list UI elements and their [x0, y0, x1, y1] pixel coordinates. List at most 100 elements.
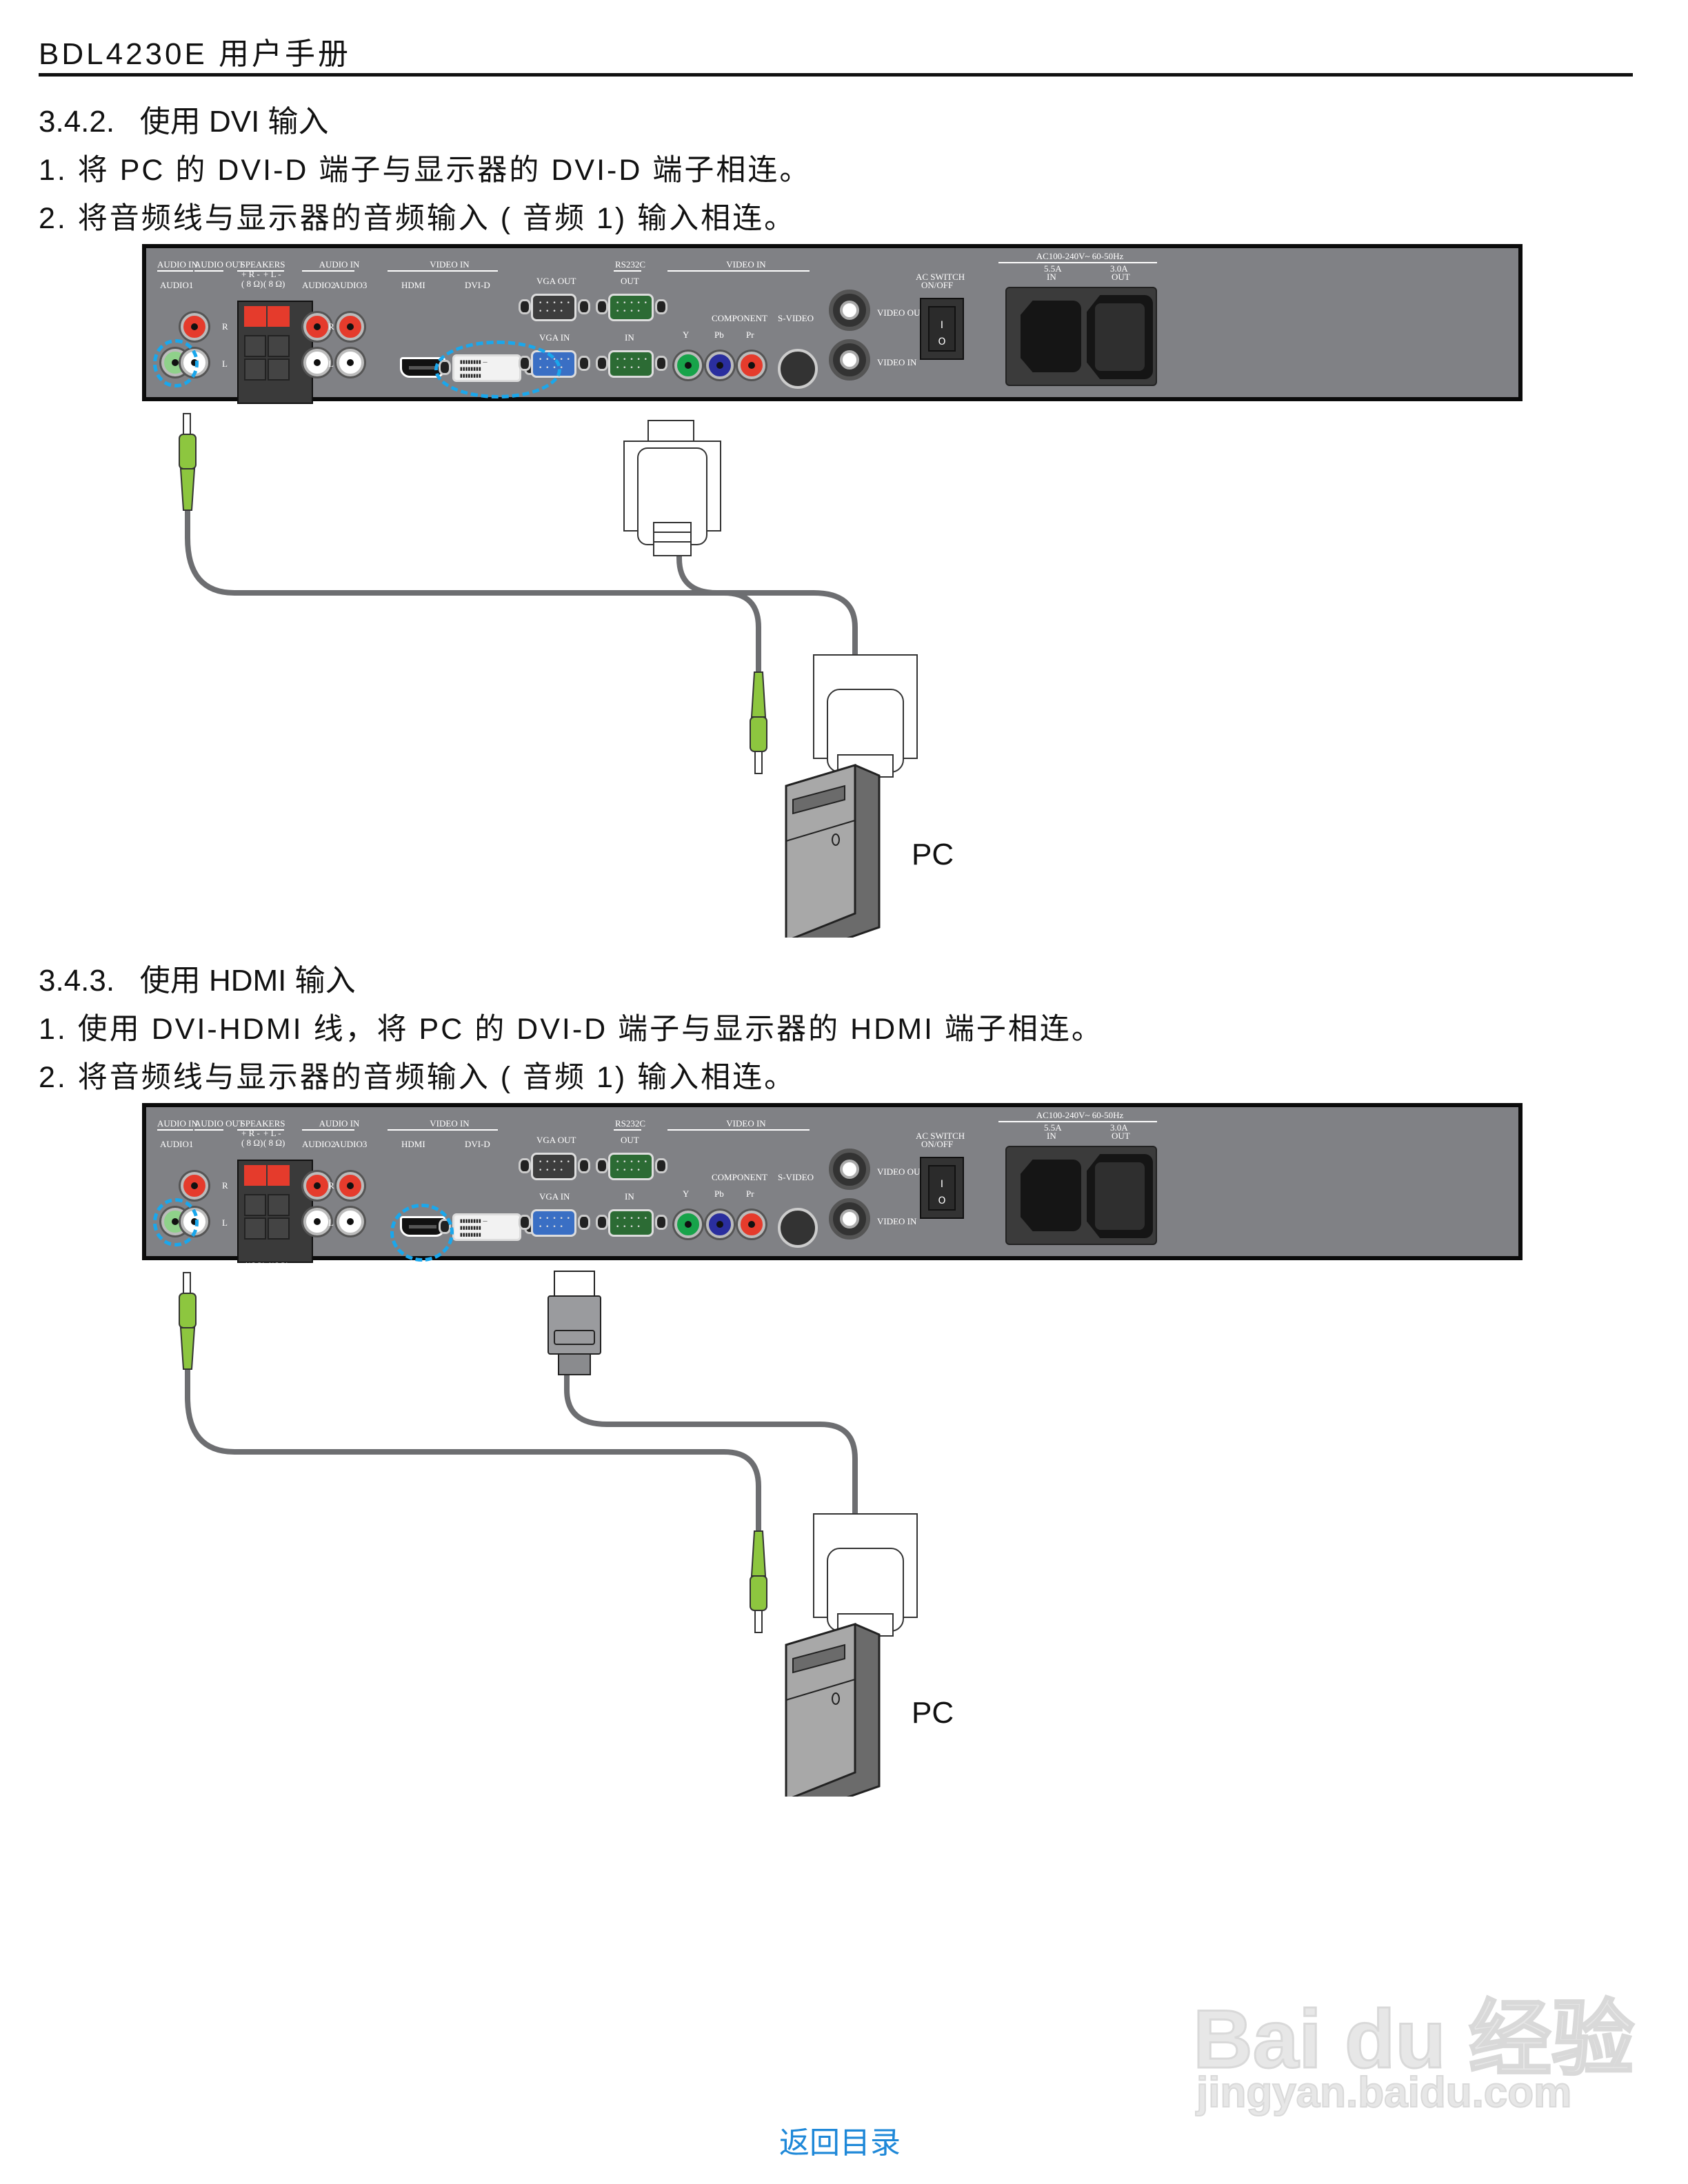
audio-out-group-label: AUDIO OUT [194, 1118, 244, 1129]
audio2-label: AUDIO2 [302, 280, 336, 290]
screw [655, 1158, 667, 1173]
speaker-hole [244, 358, 266, 381]
r-label: R [328, 321, 334, 332]
audio3-l-jack[interactable] [336, 349, 364, 376]
section-heading-hdmi: 3.4.3. 使用 HDMI 输入 [39, 964, 356, 998]
dvi-d-port[interactable] [452, 1213, 521, 1241]
speakers-group-label: SPEAKERS [240, 259, 285, 270]
audio1-highlight-ring [153, 339, 199, 387]
speaker-terminal[interactable] [237, 1160, 313, 1263]
dvi-connection-diagram [179, 413, 918, 938]
l-label: L [328, 358, 334, 369]
audio1-label: AUDIO1 [160, 1139, 194, 1149]
in-amp-label: 5.5A [1044, 1122, 1062, 1133]
audio-out-group-label: AUDIO OUT [194, 259, 244, 270]
speaker-clip[interactable] [244, 1165, 266, 1186]
audio3-r-jack[interactable] [336, 1172, 364, 1200]
audio-plug-top-icon [179, 1272, 197, 1370]
group-underline [614, 270, 641, 272]
s-video-port[interactable] [778, 349, 818, 389]
vga-out-port[interactable] [531, 294, 576, 321]
pr-label: Pr [746, 330, 754, 340]
rs232c-out-label: OUT [621, 1135, 639, 1145]
speaker-l-impedance-note: (12Ω) [268, 1260, 290, 1271]
vga-out-label: VGA OUT [536, 276, 576, 286]
pb-label: Pb [714, 330, 724, 340]
section-hdmi-step-2: 2. 将音频线与显示器的音频输入 ( 音频 1) 输入相连。 [39, 1061, 796, 1094]
speakers-group-label: SPEAKERS [240, 1118, 285, 1129]
vga-in-port[interactable] [531, 1209, 576, 1237]
speaker-hole [268, 358, 290, 381]
r-label: R [222, 1180, 228, 1191]
audio2-r-jack[interactable] [303, 313, 331, 341]
audio-plug-bottom-icon [750, 1530, 767, 1633]
document-header-title: BDL4230E 用户手册 [39, 37, 352, 71]
component-y-jack[interactable] [674, 352, 702, 379]
back-to-contents-link[interactable]: 返回目录 [779, 2125, 901, 2161]
s-video-port[interactable] [778, 1208, 818, 1248]
speaker-terminal[interactable] [237, 301, 313, 404]
audio3-label: AUDIO3 [334, 280, 368, 290]
speaker-r-ohm-label: ( 8 Ω) [241, 1138, 263, 1148]
rs232c-out-port[interactable] [608, 294, 654, 321]
pc-label: PC [912, 838, 954, 871]
ac-inlet-socket[interactable] [1021, 301, 1081, 372]
audio-plug-top-icon [179, 413, 197, 511]
audio2-r-jack[interactable] [303, 1172, 331, 1200]
rs232c-out-label: OUT [621, 276, 639, 286]
group-underline [194, 270, 223, 272]
audio3-r-jack[interactable] [336, 313, 364, 341]
in-amp-label: 5.5A [1044, 263, 1062, 274]
s-video-label: S-VIDEO [778, 1172, 814, 1182]
power-in-label: IN [1047, 272, 1056, 282]
audio-in-group-label: AUDIO IN [157, 1118, 198, 1129]
component-pb-jack[interactable] [706, 352, 734, 379]
video-in-group-label: VIDEO IN [430, 1118, 470, 1129]
audio-plug-bottom-icon [750, 671, 767, 774]
vga-out-port[interactable] [531, 1153, 576, 1180]
video-out-bnc[interactable] [829, 1149, 870, 1190]
audio3-l-jack[interactable] [336, 1208, 364, 1235]
speaker-hole [268, 335, 290, 357]
audio-out-r-jack[interactable] [181, 313, 208, 341]
hdmi-label: HDMI [401, 280, 425, 290]
audio1-highlight-ring [153, 1198, 199, 1246]
pr-label: Pr [746, 1189, 754, 1199]
hdmi-plug-icon [547, 1271, 601, 1375]
audio2-l-jack[interactable] [303, 1208, 331, 1235]
speaker-clip[interactable] [244, 306, 266, 327]
component-pb-jack[interactable] [706, 1211, 734, 1238]
audio2-label: AUDIO2 [302, 1139, 336, 1149]
ac-outlet-socket[interactable] [1087, 295, 1153, 379]
ac-outlet-socket[interactable] [1087, 1154, 1153, 1238]
video-in-bnc[interactable] [829, 1198, 870, 1240]
component-pr-jack[interactable] [738, 1211, 765, 1238]
video-in-group-label: VIDEO IN [430, 259, 470, 270]
component-y-jack[interactable] [674, 1211, 702, 1238]
rs232c-out-port[interactable] [608, 1153, 654, 1180]
speaker-hole [244, 1194, 266, 1216]
group-underline [157, 270, 193, 272]
audio-out-r-jack[interactable] [181, 1172, 208, 1200]
speaker-hole [268, 1217, 290, 1240]
audio-in-group-label: AUDIO IN [157, 259, 198, 270]
video-in-bnc[interactable] [829, 339, 870, 381]
speaker-clip[interactable] [268, 1165, 290, 1186]
ac-rating-label: AC100-240V~ 60-50Hz [1036, 251, 1124, 261]
speaker-clip[interactable] [268, 306, 290, 327]
rs232c-in-port[interactable] [608, 1209, 654, 1237]
s-video-label: S-VIDEO [778, 313, 814, 323]
audio2-l-jack[interactable] [303, 349, 331, 376]
video-out-bnc[interactable] [829, 290, 870, 331]
ac-inlet-socket[interactable] [1021, 1160, 1081, 1231]
screw [578, 1158, 590, 1173]
power-sockets [1005, 287, 1157, 386]
screw [578, 299, 590, 314]
screw [519, 299, 531, 314]
switch-on-symbol: I [940, 320, 944, 331]
component-pr-jack[interactable] [738, 352, 765, 379]
rs232c-in-port[interactable] [608, 350, 654, 378]
